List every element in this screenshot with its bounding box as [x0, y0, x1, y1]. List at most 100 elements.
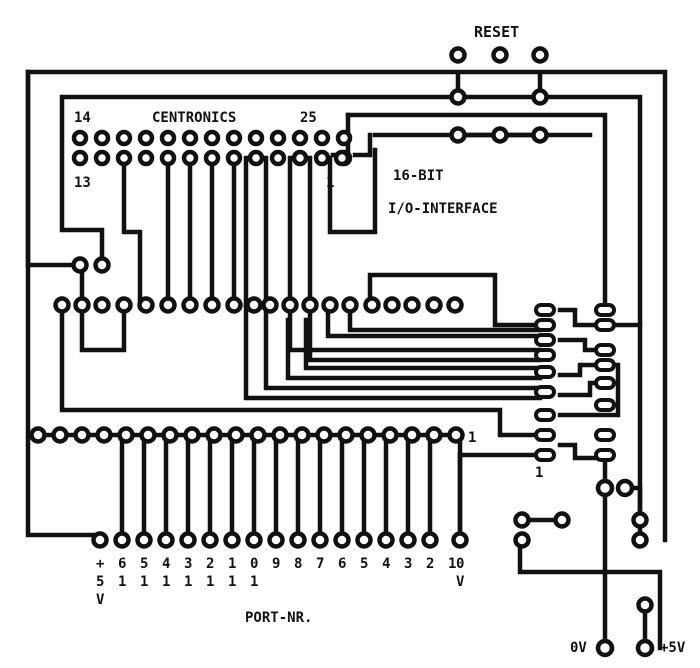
centronics-pad — [247, 129, 265, 147]
port-output-pad — [223, 531, 241, 549]
cap-pad — [615, 478, 635, 498]
port-pad — [95, 426, 113, 444]
port-label-char: 7 — [316, 556, 324, 572]
reset-pad — [531, 88, 549, 106]
gnd-pad — [595, 638, 615, 658]
centronics-pad — [93, 129, 111, 147]
reset-pad — [449, 126, 467, 144]
port-label-char: + — [96, 556, 104, 572]
centronics-pad — [203, 149, 221, 167]
centronics-pad — [203, 129, 221, 147]
pin14-label: 14 — [74, 110, 91, 126]
port-label-char: 1 — [448, 556, 456, 572]
port-label-char: 6 — [118, 556, 126, 572]
port-output-pad — [201, 531, 219, 549]
port-label-char: 1 — [140, 574, 148, 590]
cap-pad — [595, 478, 615, 498]
centronics-pad — [93, 149, 111, 167]
centronics-pad — [115, 149, 133, 167]
port-label-char: 1 — [118, 574, 126, 590]
port-output-pad — [179, 531, 197, 549]
vcc-trace — [517, 537, 663, 651]
centronics-pad — [313, 129, 331, 147]
port-output-pad — [333, 531, 351, 549]
ic-right-trace — [557, 442, 608, 461]
bus-pad — [53, 296, 71, 314]
port-output-pad — [267, 531, 285, 549]
port-output-pad — [157, 531, 175, 549]
centronics-pad — [247, 149, 265, 167]
port-pad — [293, 426, 311, 444]
port-label-char: 3 — [184, 556, 192, 572]
bus-pad — [403, 296, 421, 314]
bus-pad — [261, 296, 279, 314]
port-label-char: V — [456, 574, 465, 590]
bus-pad — [281, 296, 299, 314]
bus-pad — [137, 296, 155, 314]
bus-pad — [225, 296, 243, 314]
centronics-pad — [225, 149, 243, 167]
port-output-pad — [91, 531, 109, 549]
bottom-row-pin1-label: 1 — [468, 430, 476, 446]
jumper-pad — [513, 531, 531, 549]
bus-pad — [383, 296, 401, 314]
ic-right-pad — [594, 318, 616, 332]
bus-pad — [301, 296, 319, 314]
vcc-pad — [635, 638, 655, 658]
vcc-label: +5V — [660, 640, 686, 656]
centronics-pad — [291, 129, 309, 147]
supply-pad — [636, 596, 654, 614]
bus-pad — [93, 296, 111, 314]
ic-left-pad — [534, 333, 556, 347]
port-label-char: V — [96, 592, 105, 608]
ic-right-pad — [594, 343, 616, 357]
bus-pad — [73, 296, 91, 314]
ic-left-pad — [534, 408, 556, 422]
port-output-pad — [113, 531, 131, 549]
reset-pad — [491, 46, 509, 64]
reset-lower-trace — [352, 132, 593, 158]
pin25-label: 25 — [300, 110, 317, 126]
port-label-char: 2 — [206, 556, 214, 572]
port-pad — [249, 426, 267, 444]
port-label-char: 1 — [228, 556, 236, 572]
port-pad — [51, 426, 69, 444]
port-pad — [425, 426, 443, 444]
reset-pad — [449, 46, 467, 64]
port-label-char: 9 — [272, 556, 280, 572]
ic-left-pad — [534, 428, 556, 442]
ic-left-pad — [534, 348, 556, 362]
port-output-pad — [355, 531, 373, 549]
centronics-pad — [137, 149, 155, 167]
centronics-pad — [313, 149, 331, 167]
port-pad — [359, 426, 377, 444]
jumper-pad — [553, 511, 571, 529]
centronics-pad — [159, 129, 177, 147]
centronics-pad — [225, 129, 243, 147]
centronics-pad — [137, 129, 155, 147]
power-rail-trace — [59, 94, 643, 518]
centronics-pad — [71, 149, 89, 167]
port-label-char: 1 — [184, 574, 192, 590]
port-label-char: 3 — [404, 556, 412, 572]
ic-right-pad — [594, 398, 616, 412]
reset-label: RESET — [474, 23, 519, 41]
port-output-pad — [399, 531, 417, 549]
connector-pin1-label: 1 — [326, 175, 334, 191]
jumper-pad — [513, 511, 531, 529]
port-label-char: 4 — [382, 556, 390, 572]
port-output-pad — [421, 531, 439, 549]
port-label-char: 2 — [426, 556, 434, 572]
port-pad — [29, 426, 47, 444]
bus-pad — [321, 296, 339, 314]
centronics-trace — [307, 155, 543, 363]
port-label-char: 4 — [162, 556, 170, 572]
port-pad — [205, 426, 223, 444]
port-pad — [117, 426, 135, 444]
port-label-char: 1 — [250, 574, 258, 590]
port-pad — [73, 426, 91, 444]
ic-left-pad — [534, 303, 556, 317]
centronics-pad — [181, 149, 199, 167]
